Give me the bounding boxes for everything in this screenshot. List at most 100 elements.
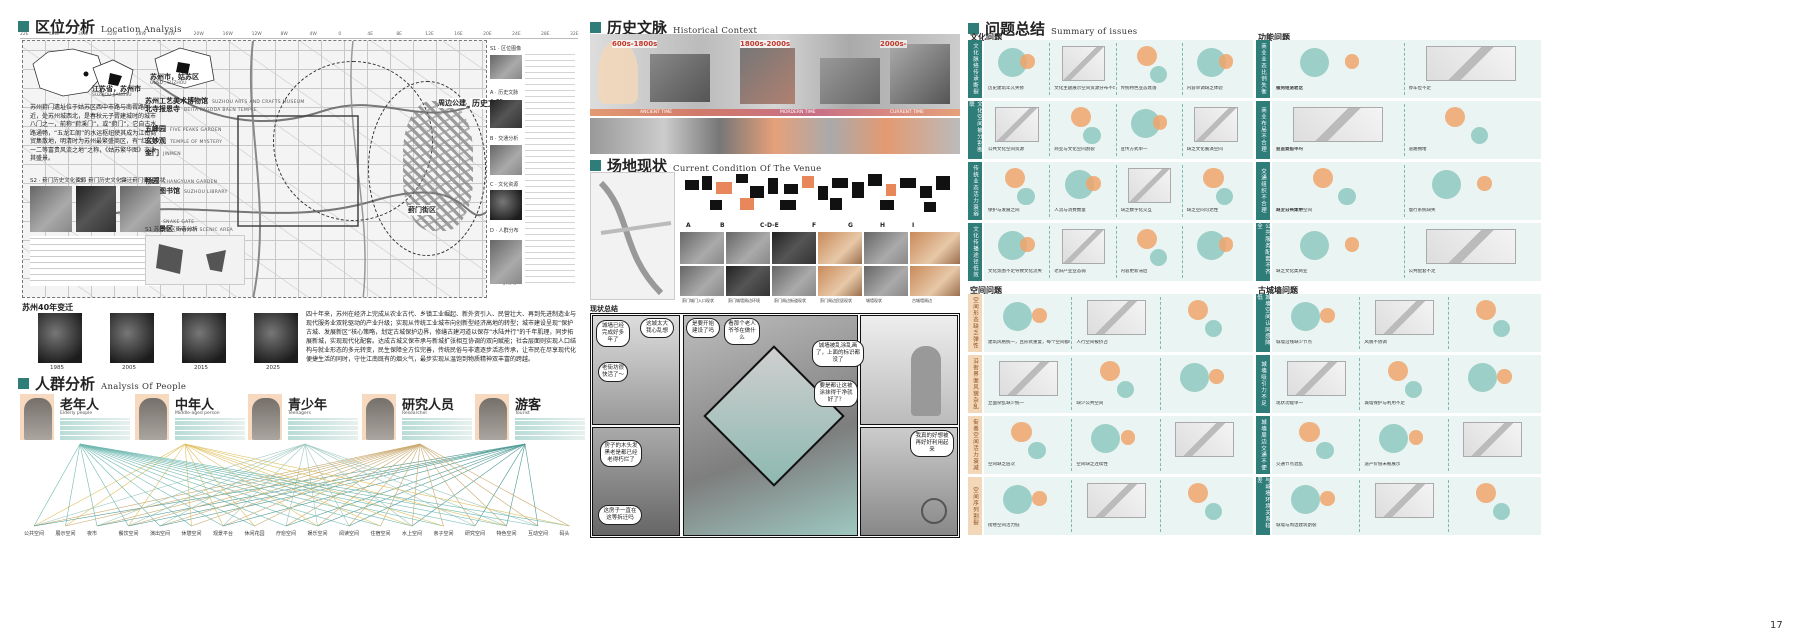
issue-diagram-iso: [1374, 483, 1434, 518]
year-label: 2015: [194, 365, 208, 371]
people-space-link: [79, 443, 350, 527]
issue-diagram-dot: [1477, 176, 1492, 191]
persona-name: 中年人: [175, 398, 215, 413]
speech-bubble: 房子的木头发黑老是都已经老得朽烂了: [600, 440, 642, 467]
issue-row: [1272, 162, 1541, 220]
issue-diagram-dot: [1408, 430, 1424, 445]
landmark-name: 北寺报恩寺: [145, 105, 180, 113]
issue-note: 缺乏空间可达性: [1186, 208, 1219, 213]
issue-diagram-circle: [1470, 127, 1489, 145]
change40-title: 苏州40年变迁: [22, 303, 74, 312]
issue-diagram-circle: [1379, 424, 1409, 453]
issue-diagram-circle: [1204, 503, 1223, 521]
people-space-link: [79, 443, 161, 527]
issue-cell-divider: [1049, 165, 1051, 217]
title-square-icon: [968, 23, 979, 34]
issue-diagram-circle: [1316, 442, 1334, 460]
issue-diagram-dot: [1312, 168, 1333, 189]
issue-cell-divider: [1159, 480, 1161, 532]
issue-note: 夜间经济匮乏: [1276, 86, 1303, 91]
persona-photo: [366, 398, 394, 440]
persona-demand-bars: [175, 418, 245, 440]
issue-cell-divider: [1359, 297, 1361, 349]
people-space-link: [191, 443, 421, 527]
people-space-link: [79, 443, 381, 527]
venue-figure-ground: [680, 172, 960, 217]
issue-diagram-circle: [1404, 381, 1422, 399]
persona-demand-bars: [515, 418, 585, 440]
coord-tick: 12W: [251, 32, 262, 37]
building-footprint: [750, 186, 764, 198]
persona-name-en: Teenagers: [288, 411, 311, 416]
issue-diagram-dot: [1320, 491, 1335, 506]
right-note: S1 · 区位图像: [490, 46, 522, 52]
people-space-link: [506, 443, 526, 527]
people-space-link: [184, 443, 192, 527]
venue-photo-6: [910, 232, 960, 264]
title-square-icon: [590, 22, 601, 33]
issue-row-tag: 与城墙环境关系较差: [1256, 477, 1270, 535]
coord-tick: 28W: [135, 32, 146, 37]
issue-note: 人行空间被挤占: [1076, 340, 1108, 345]
heritage-photo-3: [120, 186, 160, 232]
venue-photo-3: [772, 232, 816, 264]
people-space-link: [419, 443, 444, 527]
people-space-link: [184, 443, 224, 527]
venue-photo-10: [818, 266, 862, 296]
issue-cell-divider: [1403, 226, 1405, 278]
issue-cell-divider: [1447, 358, 1449, 410]
people-space-link: [79, 443, 570, 527]
people-space-link: [33, 443, 81, 527]
space-label: 公共空间: [24, 531, 45, 537]
landmark-name-en: FIVE PEAKS GARDEN: [170, 128, 222, 133]
issue-diagram-circle: [1215, 188, 1234, 206]
issue-diagram-dot: [1187, 483, 1209, 504]
title-square-icon: [18, 378, 29, 389]
space-group-label: 空间问题: [970, 286, 1002, 295]
persona-name: 老年人: [60, 398, 100, 413]
speech-bubble: 要是都让这被涂抹得干净就好了？: [814, 380, 858, 407]
people-space-link: [184, 443, 318, 527]
people-space-link: [96, 443, 306, 527]
period-3: 2000s-: [880, 40, 907, 48]
building-footprint: [936, 176, 950, 190]
section-label: B: [720, 222, 725, 229]
issue-cell-divider: [1159, 297, 1161, 349]
issue-row-tag: 商业布局不合理: [1256, 101, 1270, 159]
coord-tick: 32E: [570, 32, 579, 37]
building-footprint: [802, 176, 814, 188]
building-footprint: [830, 198, 842, 210]
issue-diagram-circle: [1338, 188, 1356, 206]
landmark-name: 金门: [145, 149, 159, 157]
coord-tick: 20W: [193, 32, 204, 37]
issue-cell-divider: [1359, 358, 1361, 410]
persona-name: 青少年: [288, 398, 328, 413]
issue-note: 风貌不协调: [1364, 340, 1387, 345]
issue-diagram-dot: [1320, 308, 1335, 323]
issue-diagram-circle: [1091, 424, 1121, 453]
people-space-link: [304, 443, 413, 527]
issue-note: 服务设施老化: [1276, 86, 1303, 91]
issue-row-tag: 城墙吸引力不足: [1256, 355, 1270, 413]
issue-diagram-dot: [1020, 237, 1035, 252]
period-2: 1800s-2000s: [740, 40, 791, 48]
right-photo-3: [490, 145, 522, 175]
right-note: A · 历史文脉: [490, 90, 519, 96]
space-label: 休闲花园: [244, 531, 265, 537]
persona-name-en: Elderly people: [60, 411, 93, 416]
issue-diagram-circle: [1204, 320, 1223, 338]
issue-diagram-circle: [1467, 363, 1497, 392]
issue-note: 街巷空间活力低: [988, 523, 1020, 528]
issue-note: 城墙沿线缺少节点: [1276, 340, 1312, 345]
people-space-link: [348, 443, 421, 527]
title-square-icon: [18, 21, 29, 32]
people-space-link: [304, 443, 318, 527]
people-space-link: [474, 443, 526, 527]
issue-diagram-iso: [998, 361, 1058, 396]
coord-tick: 8W: [280, 32, 288, 37]
